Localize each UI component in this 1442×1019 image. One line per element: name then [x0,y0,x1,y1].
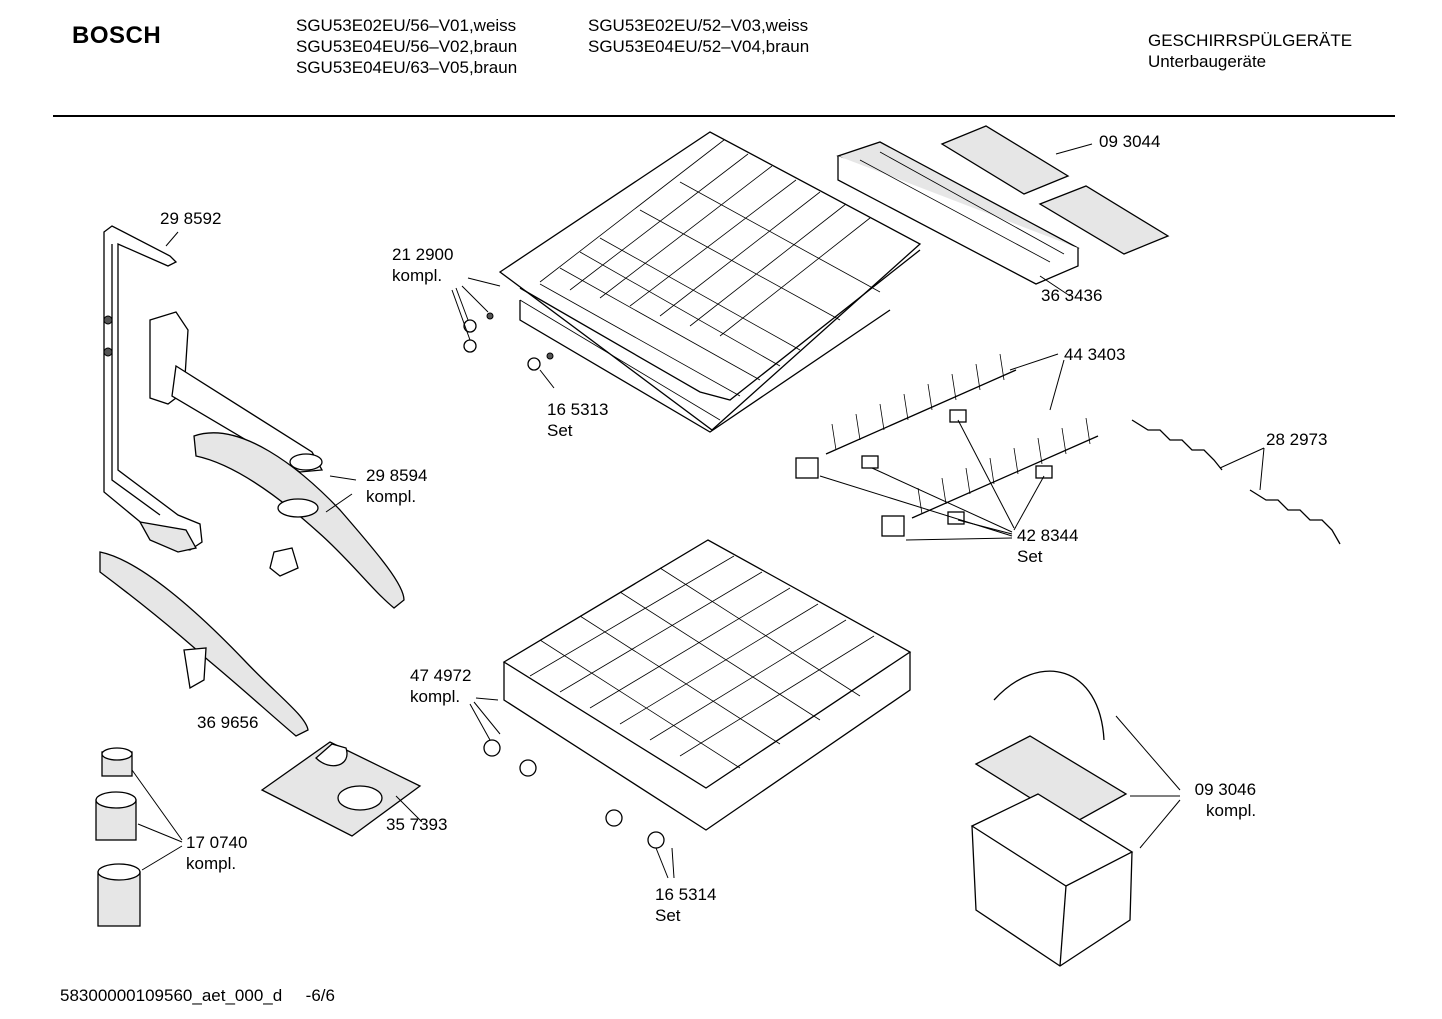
document-id: 58300000109560_aet_000_d [60,986,283,1005]
upper-pipe-part [149,311,324,473]
part-number: 29 8592 [160,209,222,228]
part-label-093046: 09 3046 kompl. [1192,779,1256,821]
page-number: -6/6 [305,986,335,1005]
part-label-170740: 17 0740 kompl. [186,832,247,874]
part-label-298594: 29 8594 kompl. [366,465,427,507]
filter-parts [95,747,141,927]
part-number: 42 8344 [1017,526,1079,545]
part-number: 44 3403 [1064,345,1126,364]
model-line: SGU53E02EU/52–V03,weiss [588,16,809,35]
part-note: Set [1017,547,1043,566]
model-list-right: SGU53E02EU/52–V03,weiss SGU53E04EU/52–V0… [588,15,809,57]
model-line: SGU53E04EU/56–V02,braun [296,37,518,56]
category-label: GESCHIRRSPÜLGERÄTE [1148,31,1353,50]
part-number: 17 0740 [186,833,248,852]
upper-basket-part [463,131,922,433]
part-note: kompl. [1206,801,1257,820]
leader-lines [131,143,1265,879]
part-number: 36 9656 [197,713,259,732]
upper-spray-arm-part [193,432,405,609]
part-number: 16 5314 [655,885,717,904]
cutlery-rack-part [836,125,1170,285]
part-number: 16 5313 [547,400,609,419]
category-title: GESCHIRRSPÜLGERÄTE Unterbaugeräte [1148,30,1352,72]
part-label-357393: 35 7393 [386,814,447,835]
part-number: 29 8594 [366,466,428,485]
header-divider [53,115,1395,117]
part-label-363436: 36 3436 [1041,285,1102,306]
part-number: 09 3044 [1099,132,1161,151]
model-line: SGU53E02EU/56–V01,weiss [296,16,517,35]
subcategory-label: Unterbaugeräte [1148,52,1267,71]
model-list-left: SGU53E02EU/56–V01,weiss SGU53E04EU/56–V0… [296,15,517,78]
part-label-165313: 16 5313 Set [547,399,608,441]
part-number: 47 4972 [410,666,472,685]
part-label-093044: 09 3044 [1099,131,1160,152]
part-number: 09 3046 [1194,780,1257,799]
part-label-443403: 44 3403 [1064,344,1125,365]
part-label-474972: 47 4972 kompl. [410,665,471,707]
part-label-165314: 16 5314 Set [655,884,716,926]
lower-spray-arm-part [99,551,309,737]
part-label-428344: 42 8344 Set [1017,525,1078,567]
part-note: kompl. [366,487,417,506]
model-line: SGU53E04EU/63–V05,braun [296,58,518,77]
part-number: 28 2973 [1266,430,1328,449]
part-number: 35 7393 [386,815,448,834]
part-label-282973: 28 2973 [1266,429,1327,450]
part-label-369656: 36 9656 [197,712,258,733]
part-number: 36 3436 [1041,286,1103,305]
step-rails-part [1131,419,1341,545]
lower-basket-part [483,539,912,849]
part-note: Set [547,421,573,440]
sieve-plate-part [260,741,422,837]
brand-logo: BOSCH [72,22,162,49]
part-label-212900: 21 2900 kompl. [392,244,453,286]
supply-tube-part [103,225,203,553]
part-note: kompl. [186,854,237,873]
part-note: kompl. [392,266,443,285]
model-line: SGU53E04EU/52–V04,braun [588,37,810,56]
tine-rows-part [795,353,1099,537]
part-number: 21 2900 [392,245,454,264]
cutlery-basket-part [970,670,1134,967]
part-label-298592: 29 8592 [160,208,221,229]
part-note: Set [655,906,681,925]
part-note: kompl. [410,687,461,706]
document-footer: 58300000109560_aet_000_d -6/6 [60,986,335,1006]
